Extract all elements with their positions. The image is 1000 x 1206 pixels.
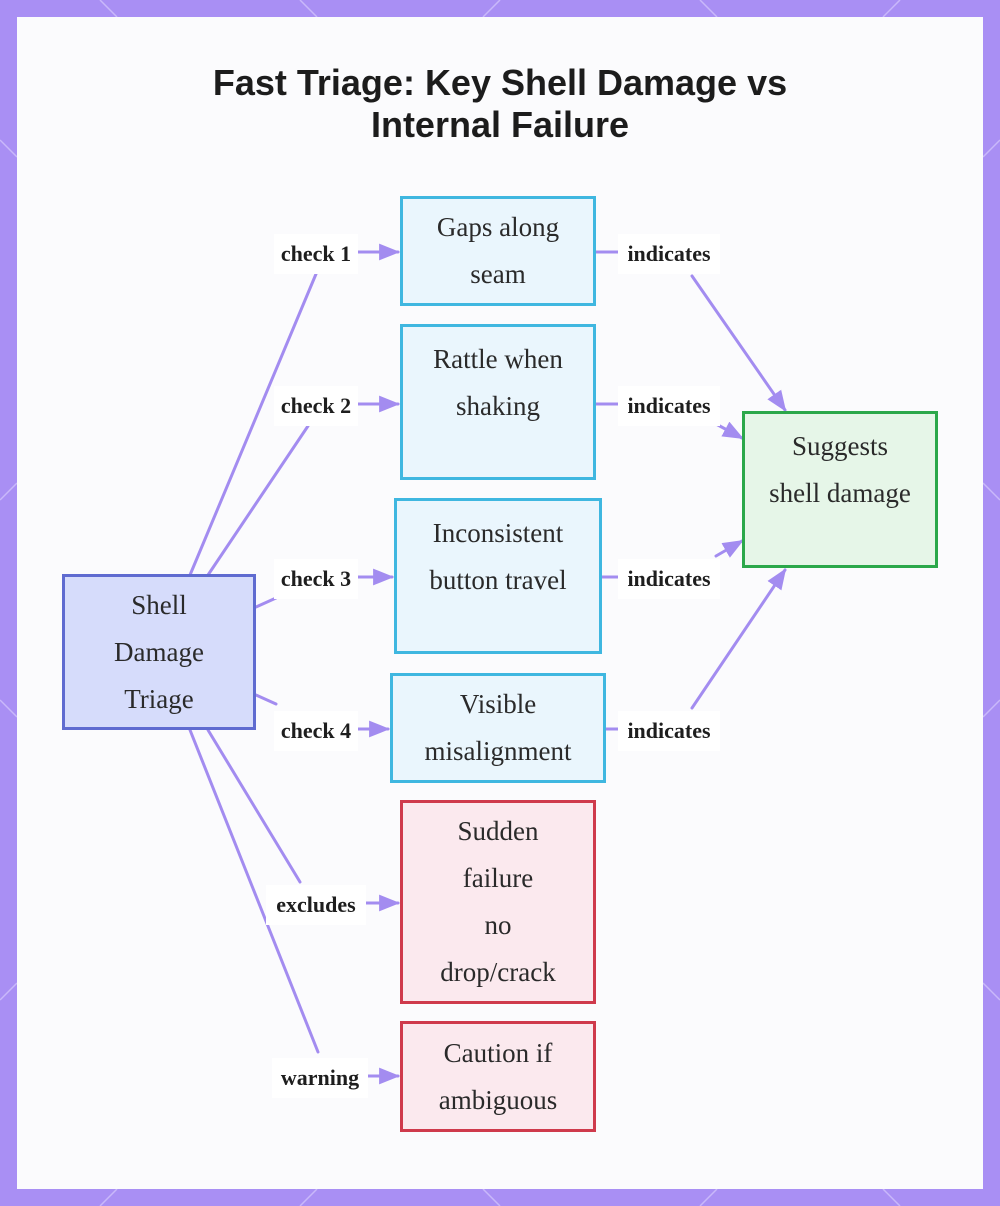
- node-text: Shell: [131, 589, 187, 620]
- edge-label-warning: warning: [272, 1058, 368, 1098]
- node-inconsistent-button-travel: Inconsistent button travel: [394, 498, 602, 654]
- edge-label-indicates-1: indicates: [618, 234, 720, 274]
- node-text: Gaps along: [436, 212, 560, 242]
- node-text: Caution if: [443, 1037, 553, 1068]
- node-visible-misalignment: Visible misalignment: [390, 673, 606, 783]
- edge-label-check-2: check 2: [274, 386, 358, 426]
- node-rattle-when-shaking: Rattle when shaking: [400, 324, 596, 480]
- edge-label-indicates-2: indicates: [618, 386, 720, 426]
- node-text: shell damage: [769, 478, 911, 508]
- node-text: ambiguous: [438, 1084, 558, 1115]
- node-sudden-failure: Sudden failure no drop/crack: [400, 800, 596, 1004]
- edge-label-indicates-4: indicates: [618, 711, 720, 751]
- edge-label-indicates-3: indicates: [618, 559, 720, 599]
- edge-root-travel: [254, 577, 392, 609]
- edge-root-misalign: [254, 693, 388, 729]
- node-gaps-along-seam: Gaps along seam: [400, 196, 596, 306]
- edge-root-gaps: [188, 252, 398, 577]
- edge-misalign-suggests: [604, 570, 785, 731]
- title-line-2: Internal Failure: [370, 104, 630, 145]
- edge-label-check-4: check 4: [274, 711, 358, 751]
- node-text: no: [484, 910, 512, 940]
- edge-root-sudden: [206, 728, 398, 903]
- edge-root-caution: [188, 728, 398, 1076]
- node-text: Triage: [124, 683, 194, 714]
- node-text: shaking: [456, 391, 540, 421]
- node-text: Rattle when: [433, 344, 563, 374]
- diagram-title: Fast Triage: Key Shell Damage vs Interna…: [0, 62, 1000, 146]
- node-text: seam: [470, 259, 526, 289]
- node-shell-damage-triage: Shell Damage Triage: [62, 574, 256, 730]
- node-text: misalignment: [424, 736, 572, 766]
- node-suggests-shell-damage: Suggests shell damage: [742, 411, 938, 568]
- node-text: Inconsistent: [432, 518, 564, 548]
- node-text: drop/crack: [440, 957, 556, 987]
- node-text: failure: [462, 863, 534, 893]
- node-text: Sudden: [457, 816, 539, 846]
- edge-gaps-suggests: [594, 250, 785, 410]
- edge-travel-suggests: [600, 541, 742, 579]
- node-text: Visible: [459, 689, 537, 719]
- node-caution-if-ambiguous: Caution if ambiguous: [400, 1021, 596, 1132]
- edge-label-check-3: check 3: [274, 559, 358, 599]
- node-text: Damage: [114, 636, 204, 667]
- node-text: Suggests: [791, 431, 889, 461]
- edge-rattle-suggests: [594, 402, 742, 438]
- node-text: button travel: [429, 565, 567, 595]
- title-line-1: Fast Triage: Key Shell Damage vs: [212, 62, 788, 103]
- edge-label-excludes: excludes: [266, 885, 366, 925]
- edge-label-check-1: check 1: [274, 234, 358, 274]
- edge-root-rattle: [206, 404, 398, 577]
